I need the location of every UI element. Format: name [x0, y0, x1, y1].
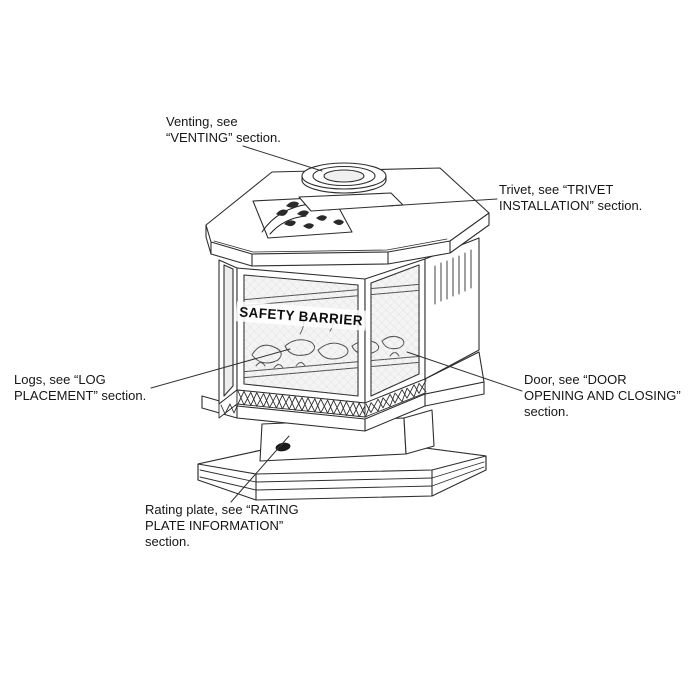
- left-glass-panel: [218, 259, 238, 405]
- vent-collar: [301, 162, 387, 194]
- right-side-panel: [424, 237, 485, 395]
- venting-callout: Venting, see “VENTING” section.: [166, 114, 281, 145]
- trivet-callout: Trivet, see “TRIVET INSTALLATION” sectio…: [499, 182, 643, 213]
- leader-line-rating: [230, 435, 290, 503]
- leader-line-logs: [150, 348, 291, 389]
- leader-lines: [150, 145, 523, 503]
- front-mesh-screen: [244, 275, 358, 396]
- leader-line-door: [406, 351, 523, 392]
- leader-line-trivet: [386, 198, 498, 207]
- rating-plate-mark: [275, 442, 291, 452]
- rating-plate-callout: Rating plate, see “RATING PLATE INFORMAT…: [145, 502, 299, 549]
- decorative-trim: [218, 378, 427, 419]
- side-louvers: [434, 249, 472, 305]
- door-callout: Door, see “DOOR OPENING AND CLOSING” sec…: [524, 372, 681, 419]
- logs-callout: Logs, see “LOG PLACEMENT” section.: [14, 372, 147, 403]
- leader-line-venting: [242, 145, 323, 172]
- door-mesh-screen: [371, 265, 419, 396]
